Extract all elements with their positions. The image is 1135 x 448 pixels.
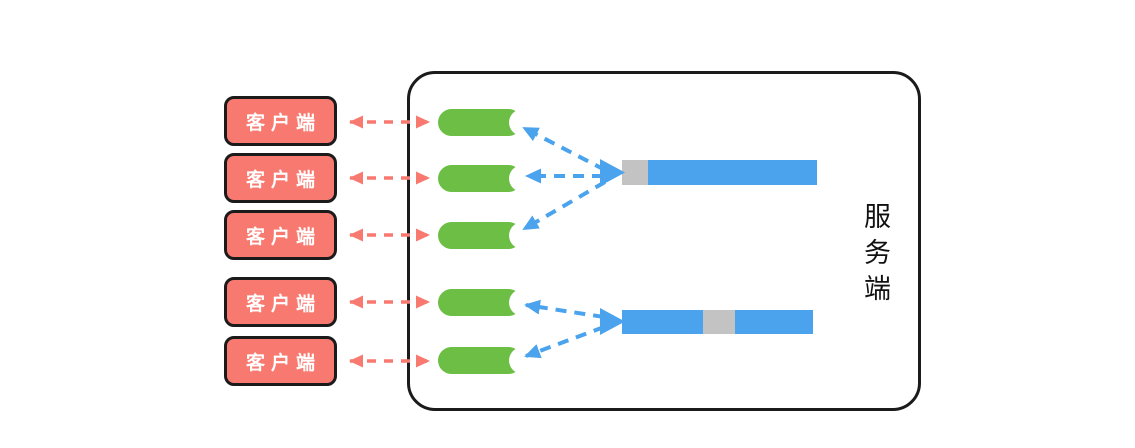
client-label: 客户端 <box>245 112 321 134</box>
worker-capsule-5 <box>438 347 536 374</box>
queue-segment-blue <box>735 310 813 334</box>
queue-segment-blue <box>622 310 703 334</box>
client-box-2: 客户端 <box>224 153 337 203</box>
client-label: 客户端 <box>245 226 321 248</box>
client-label: 客户端 <box>245 352 321 374</box>
server-label: 服务端 <box>860 202 890 310</box>
worker-capsule-3 <box>438 222 536 249</box>
queue-segment-blue <box>648 160 817 185</box>
client-box-4: 客户端 <box>224 277 337 327</box>
worker-capsule-2 <box>438 165 536 192</box>
client-box-5: 客户端 <box>224 336 337 386</box>
client-label: 客户端 <box>245 293 321 315</box>
client-box-3: 客户端 <box>224 210 337 260</box>
capsule-notch <box>509 347 536 374</box>
worker-capsule-4 <box>438 289 536 316</box>
worker-capsule-1 <box>438 109 536 136</box>
capsule-notch <box>509 289 536 316</box>
queue-segment-gray <box>703 310 735 334</box>
client-box-1: 客户端 <box>224 96 337 146</box>
queue-segment-gray <box>622 160 648 185</box>
capsule-notch <box>509 165 536 192</box>
capsule-notch <box>509 109 536 136</box>
queue-bar-1 <box>622 160 817 185</box>
queue-bar-2 <box>622 310 813 334</box>
client-label: 客户端 <box>245 169 321 191</box>
capsule-notch <box>509 222 536 249</box>
